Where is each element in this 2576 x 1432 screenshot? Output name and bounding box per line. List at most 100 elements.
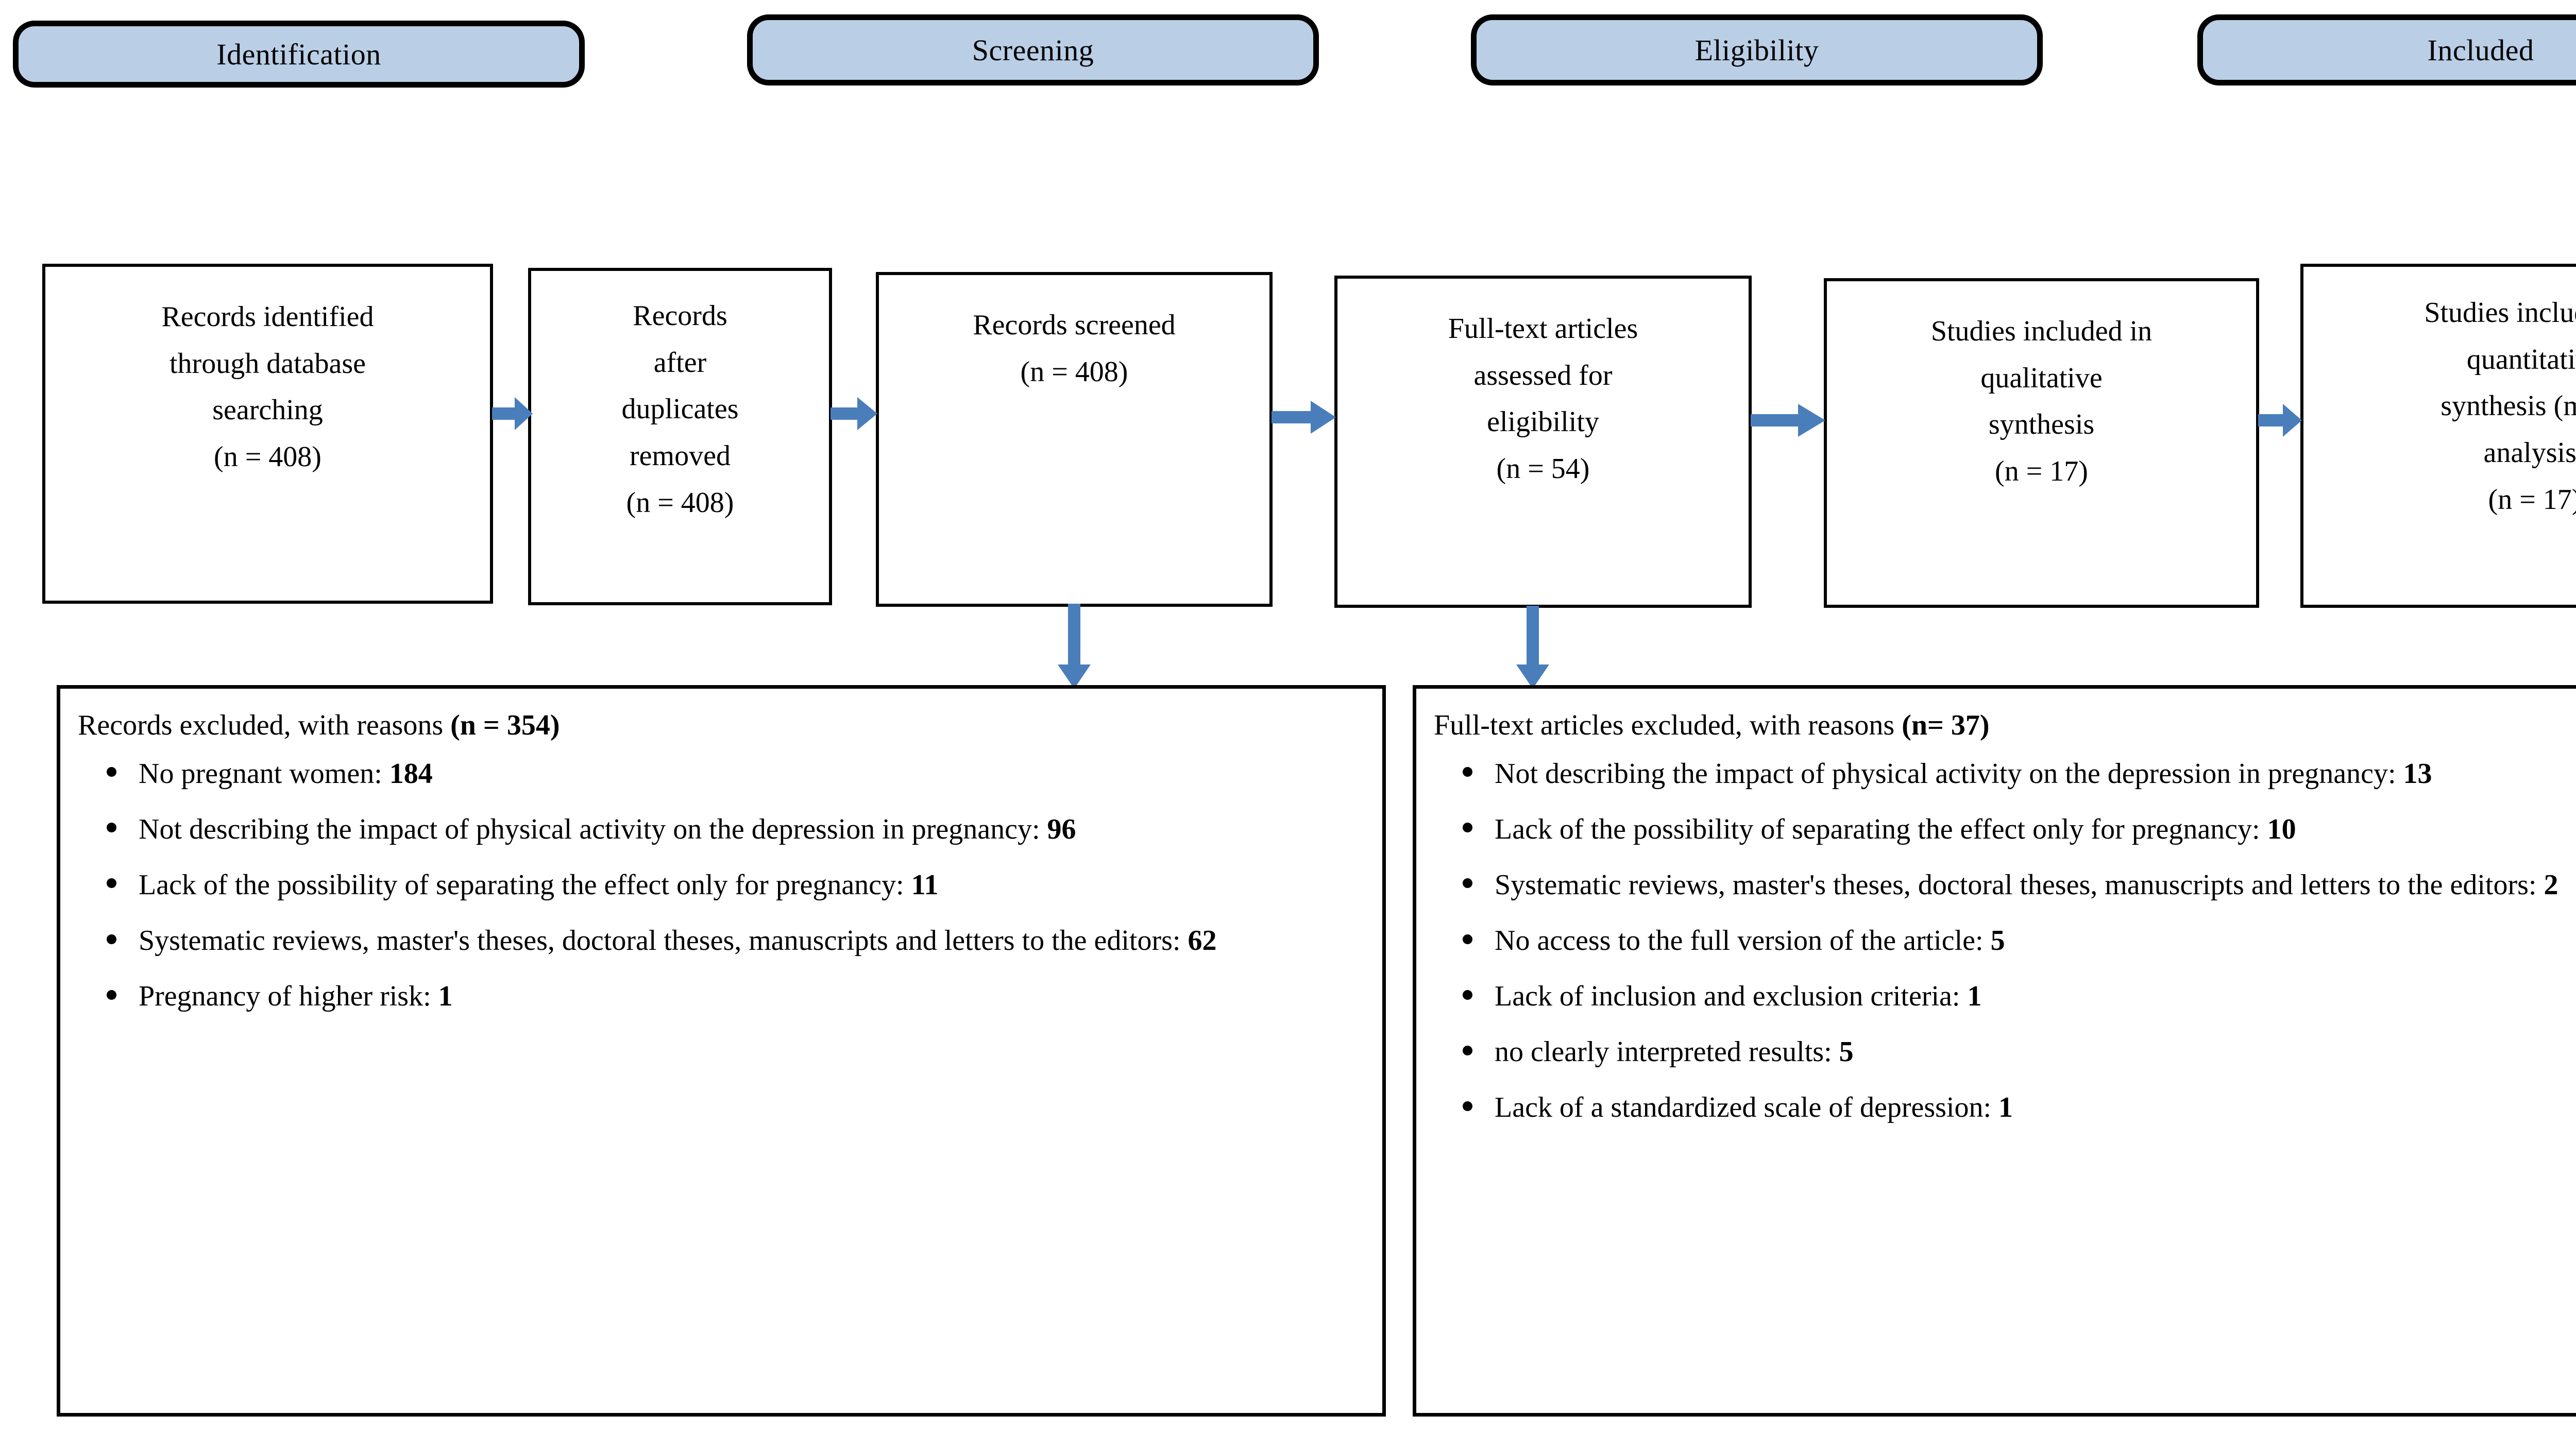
bullet-icon	[1463, 990, 1472, 1000]
arrow-identified-to-duplicates	[492, 394, 533, 433]
arrow-fulltext-to-fulltext-excluded	[1514, 606, 1552, 689]
flow-box-text: Studies included in qualitative synthesi…	[1827, 308, 2256, 495]
bullet-icon	[1463, 767, 1472, 777]
list-item: Not describing the impact of physical ac…	[1434, 749, 2576, 798]
panel-fulltext-excluded-title: Full-text articles excluded, with reason…	[1434, 706, 2576, 745]
flow-box-line: qualitative	[1980, 362, 2103, 394]
flow-box-line: Records screened	[973, 309, 1176, 341]
flow-box-line: Records	[633, 300, 727, 332]
flow-box-text: Studies included in quantitative synthes…	[2303, 289, 2576, 523]
reason-text: Not describing the impact of physical ac…	[1495, 757, 2403, 790]
flow-box-line: eligibility	[1487, 406, 1599, 438]
flow-box-line: assessed for	[1473, 359, 1613, 391]
flow-box-count: (n = 408)	[626, 486, 734, 519]
list-item: No access to the full version of the art…	[1434, 916, 2576, 965]
stage-banner-screening: Screening	[747, 14, 1319, 86]
panel-title-text: Full-text articles excluded, with reason…	[1434, 709, 1902, 741]
reason-text: no clearly interpreted results:	[1495, 1035, 1839, 1068]
flow-box-line: duplicates	[621, 393, 739, 425]
panel-records-excluded: Records excluded, with reasons (n = 354)…	[57, 685, 1386, 1417]
stage-banner-label: Identification	[216, 37, 381, 71]
reason-text: Lack of inclusion and exclusion criteria…	[1495, 980, 1968, 1012]
flow-box-records-identified: Records identified through database sear…	[42, 264, 493, 604]
flow-box-line: searching	[212, 394, 323, 427]
stage-banner-eligibility: Eligibility	[1471, 14, 2043, 86]
reason-count: 62	[1188, 924, 1217, 957]
flow-box-line: analysis)	[2483, 437, 2576, 469]
flow-box-text: Records after duplicates removed (n = 40…	[531, 293, 829, 526]
flow-box-line: Studies included in	[2424, 297, 2576, 329]
bullet-icon	[107, 767, 116, 777]
flow-box-count: (n = 408)	[214, 441, 321, 473]
reason-count: 10	[2267, 813, 2296, 845]
panel-title-count: (n = 354)	[450, 709, 560, 741]
reason-text: Not describing the impact of physical ac…	[139, 813, 1047, 845]
flow-box-text: Records screened (n = 408)	[879, 302, 1269, 395]
bullet-icon	[1463, 1101, 1472, 1111]
bullet-icon	[107, 823, 116, 833]
stage-banner-identification: Identification	[13, 21, 585, 88]
flow-box-qualitative-synthesis: Studies included in qualitative synthesi…	[1824, 278, 2259, 608]
flow-box-count: (n = 17)	[2488, 483, 2576, 516]
flow-box-count: (n = 408)	[1020, 355, 1128, 388]
arrow-fulltext-to-qualitative	[1751, 401, 1826, 440]
stage-banner-included: Included	[2197, 14, 2576, 86]
bullet-icon	[1463, 878, 1472, 889]
bullet-icon	[107, 878, 116, 889]
list-item: Pregnancy of higher risk: 1	[78, 972, 1367, 1020]
arrow-duplicates-to-screened	[831, 394, 878, 433]
list-item: No pregnant women: 184	[78, 749, 1367, 798]
flow-box-line: synthesis	[1988, 408, 2095, 441]
flow-box-count: (n = 54)	[1496, 453, 1590, 485]
fulltext-excluded-reason-list: Not describing the impact of physical ac…	[1434, 749, 2576, 1132]
reason-text: Lack of the possibility of separating th…	[139, 868, 911, 901]
reason-count: 11	[911, 868, 939, 901]
list-item: Lack of the possibility of separating th…	[78, 861, 1367, 909]
reason-count: 1	[438, 980, 453, 1012]
arrow-screened-to-records-excluded	[1055, 604, 1093, 689]
reason-text: Lack of a standardized scale of depressi…	[1495, 1092, 1999, 1124]
flow-box-records-after-duplicates: Records after duplicates removed (n = 40…	[528, 268, 832, 605]
reason-text: No pregnant women:	[139, 757, 389, 790]
stage-banner-label: Screening	[972, 33, 1094, 67]
list-item: Lack of a standardized scale of depressi…	[1434, 1083, 2576, 1132]
flow-box-line: Studies included in	[1930, 315, 2153, 347]
records-excluded-reason-list: No pregnant women: 184 Not describing th…	[78, 749, 1367, 1020]
arrow-screened-to-fulltext	[1272, 398, 1336, 437]
panel-title-count: (n= 37)	[1902, 709, 1990, 741]
reason-count: 184	[389, 757, 433, 790]
flow-box-line: Full-text articles	[1448, 313, 1638, 345]
reason-text: No access to the full version of the art…	[1495, 924, 1991, 957]
list-item: Lack of the possibility of separating th…	[1434, 805, 2576, 854]
flow-box-line: Records identified	[161, 301, 374, 333]
flow-box-records-screened: Records screened (n = 408)	[876, 272, 1273, 607]
reason-text: Systematic reviews, master's theses, doc…	[1495, 868, 2544, 901]
flow-box-fulltext-assessed: Full-text articles assessed for eligibil…	[1334, 276, 1752, 608]
reason-count: 5	[1990, 924, 2005, 957]
list-item: Not describing the impact of physical ac…	[78, 805, 1367, 854]
panel-fulltext-excluded: Full-text articles excluded, with reason…	[1413, 685, 2576, 1417]
reason-count: 5	[1839, 1035, 1854, 1068]
reason-count: 2	[2544, 868, 2558, 901]
reason-count: 1	[1967, 980, 1982, 1012]
bullet-icon	[1463, 1045, 1472, 1055]
flow-box-line: quantitative	[2466, 343, 2576, 376]
flow-box-quantitative-synthesis: Studies included in quantitative synthes…	[2300, 264, 2576, 608]
flow-box-text: Records identified through database sear…	[45, 294, 490, 481]
flow-box-line: through database	[170, 347, 366, 380]
reason-text: Lack of the possibility of separating th…	[1495, 813, 2267, 845]
flow-box-line: after	[653, 346, 707, 379]
bullet-icon	[107, 990, 116, 1000]
list-item: Systematic reviews, master's theses, doc…	[1434, 861, 2576, 909]
stage-banner-label: Eligibility	[1694, 33, 1819, 67]
bullet-icon	[107, 934, 116, 944]
reason-text: Pregnancy of higher risk:	[139, 980, 438, 1012]
flow-box-line: synthesis (meta-	[2441, 390, 2576, 422]
reason-count: 13	[2403, 757, 2432, 790]
flow-box-count: (n = 17)	[1995, 455, 2088, 488]
arrow-qualitative-to-quantitative	[2258, 401, 2302, 440]
stage-banner-label: Included	[2427, 33, 2534, 67]
reason-count: 96	[1047, 813, 1076, 845]
panel-records-excluded-title: Records excluded, with reasons (n = 354)	[78, 706, 1367, 745]
reason-text: Systematic reviews, master's theses, doc…	[139, 924, 1188, 957]
